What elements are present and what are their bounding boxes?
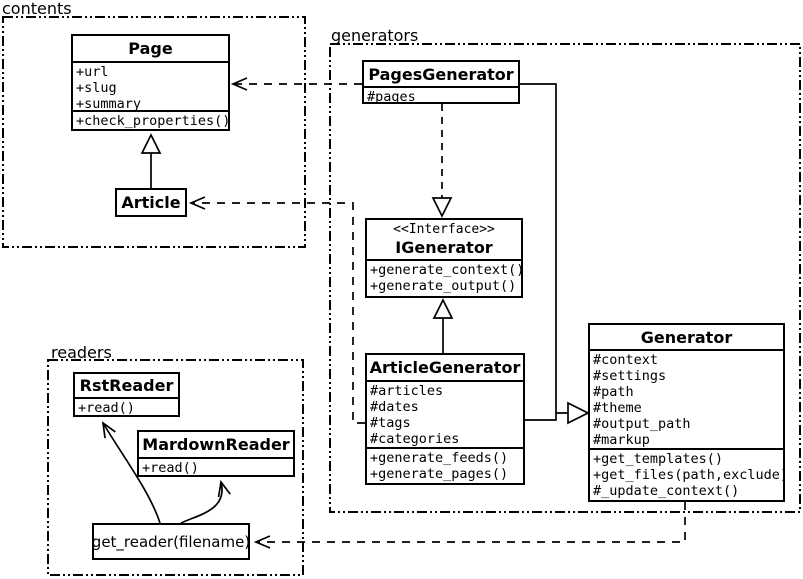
class-articlegenerator-methods: +generate_feeds() +generate_pages() [367, 447, 523, 483]
class-pagesgenerator-attributes: #pages [364, 86, 518, 102]
class-igenerator-title: <<Interface>> IGenerator [367, 220, 521, 259]
class-igenerator-name: IGenerator [395, 238, 493, 257]
method: +generate_context() [370, 262, 521, 278]
attribute: +summary [76, 96, 142, 110]
attribute: #pages [367, 89, 416, 102]
class-article: Article [115, 188, 187, 217]
attribute: +slug [76, 80, 117, 96]
attribute: #categories [370, 431, 460, 447]
class-mardownreader: MardownReader +read() [137, 430, 295, 477]
attribute: #articles [370, 383, 444, 399]
class-mardownreader-title: MardownReader [142, 435, 290, 454]
function-get-reader-label: get_reader(filename) [91, 532, 251, 551]
class-igenerator: <<Interface>> IGenerator +generate_conte… [365, 218, 523, 298]
class-article-title: Article [121, 193, 181, 212]
attribute: #markup [593, 432, 650, 448]
class-mardownreader-methods: +read() [139, 457, 293, 475]
method: +generate_pages() [370, 466, 509, 483]
class-articlegenerator: ArticleGenerator #articles #dates #tags … [365, 353, 525, 485]
method: +generate_output() [370, 278, 517, 294]
attribute: #path [593, 384, 634, 400]
function-get-reader: get_reader(filename) [92, 523, 250, 560]
class-generator-title: Generator [640, 327, 733, 347]
class-pagesgenerator-title: PagesGenerator [368, 64, 514, 84]
class-igenerator-methods: +generate_context() +generate_output() [367, 259, 521, 296]
method: +read() [142, 460, 199, 475]
method: +generate_feeds() [370, 450, 509, 467]
class-rstreader-methods: +read() [75, 397, 178, 415]
class-page-attributes: +url +slug +summary [73, 61, 228, 110]
attribute: #context [593, 352, 659, 368]
class-generator-methods: +get_templates() +get_files(path,exclude… [590, 448, 783, 500]
method: +get_templates() [593, 451, 724, 468]
class-pagesgenerator: PagesGenerator #pages [362, 60, 520, 104]
attribute: #settings [593, 368, 667, 384]
method: +get_files(path,exclude) [593, 467, 783, 484]
method: +read() [78, 400, 135, 415]
class-page: Page +url +slug +summary +check_properti… [71, 34, 230, 131]
attribute: #dates [370, 399, 419, 415]
class-generator: Generator #context #settings #path #them… [588, 323, 785, 502]
method: +check_properties() [76, 113, 228, 129]
attribute: +url [76, 64, 109, 80]
class-page-methods: +check_properties() [73, 110, 228, 129]
class-page-title: Page [128, 39, 173, 58]
attribute: #output_path [593, 416, 691, 432]
method: #_update_context() [593, 483, 740, 500]
class-generator-attributes: #context #settings #path #theme #output_… [590, 349, 783, 448]
class-articlegenerator-title: ArticleGenerator [369, 358, 521, 377]
attribute: #tags [370, 415, 411, 431]
class-articlegenerator-attributes: #articles #dates #tags #categories [367, 380, 523, 447]
class-rstreader: RstReader +read() [73, 372, 180, 417]
class-rstreader-title: RstReader [79, 376, 174, 395]
attribute: #theme [593, 400, 642, 416]
stereotype: <<Interface>> [393, 222, 495, 237]
